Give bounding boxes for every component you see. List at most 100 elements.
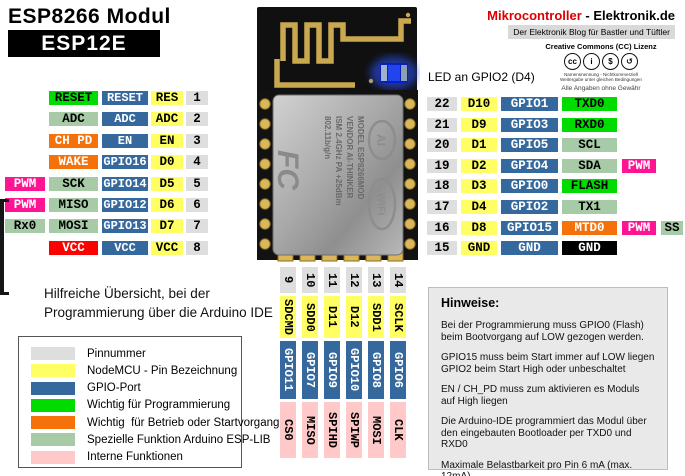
left-bracket [0, 199, 9, 295]
legend-swatch-gpio [31, 381, 75, 395]
pin-number-cell: 17 [427, 199, 457, 214]
pin-number-cell: 9 [280, 267, 296, 293]
nodemcu-cell: SCLK [390, 296, 406, 338]
function-cell: GND [562, 241, 617, 256]
gpio-cell: GPIO6 [390, 341, 406, 399]
extra-function-cell: PWM [622, 158, 656, 173]
pin-number-cell: 16 [427, 220, 457, 235]
legend-swatch-prog [31, 398, 75, 412]
brand-name-red: Mikrocontroller [487, 8, 582, 23]
caption-line1: Hilfreiche Übersicht, bei der [44, 286, 210, 301]
legend-row: Spezielle Funktion Arduino ESP-LIB [31, 433, 270, 447]
cc-license-title: Creative Commons (CC) Lizenz [545, 42, 657, 51]
gpio-cell: GPIO16 [102, 155, 148, 170]
cc-icon: cc [564, 53, 581, 70]
note-paragraph: Bei der Programmierung muss GPIO0 (Flash… [441, 320, 644, 343]
function-cell: TX1 [562, 199, 617, 214]
nodemcu-cell: D11 [324, 296, 340, 338]
nodemcu-cell: RES [151, 91, 183, 105]
gpio-cell: GPIO13 [102, 219, 148, 234]
notes-title: Hinweise: [441, 296, 500, 310]
module-name-badge: ESP12E [8, 30, 160, 57]
cc-license-line2: Weitergabe unter gleichen Bedingungen [560, 77, 642, 83]
legend-label: Wichtig für Programmierung [87, 399, 231, 412]
nodemcu-cell: D10 [461, 97, 497, 111]
nodemcu-cell: D7 [151, 219, 183, 234]
nodemcu-cell: D12 [346, 296, 362, 338]
pin-number-cell: 4 [186, 155, 208, 170]
legend-label: Interne Funktionen [87, 451, 183, 464]
nodemcu-cell: D1 [461, 138, 497, 153]
module-photo: AI WiFi MODEL ESP8266MOD VENDOR AI-THINK… [257, 7, 418, 262]
note-paragraph: Maximale Belastbarkeit pro Pin 6 mA (max… [441, 459, 633, 476]
pin-number-cell: 1 [186, 91, 208, 105]
extra-function-spacer [5, 155, 45, 169]
side-pads [259, 98, 416, 250]
legend-swatch-boot [31, 416, 75, 430]
nodemcu-cell: D5 [151, 176, 183, 191]
pin-number-cell: 2 [186, 112, 208, 127]
nodemcu-cell: D0 [151, 155, 183, 170]
function-cell: FLASH [562, 179, 617, 194]
nodemcu-cell: VCC [151, 240, 183, 255]
extra-function-spacer [5, 112, 45, 126]
gpio-cell: ADC [102, 112, 148, 127]
internal-function-cell: CLK [390, 402, 406, 458]
gpio-cell: EN [102, 133, 148, 148]
internal-function-cell: SPIHD [324, 402, 340, 458]
internal-function-cell: MISO [302, 402, 318, 458]
legend-row: Interne Funktionen [31, 450, 241, 464]
nodemcu-cell: SDCMD [280, 296, 296, 338]
page-title: ESP8266 Modul [8, 5, 171, 28]
function-cell: RXD0 [562, 117, 617, 132]
extra-function-cell: Rx0 [5, 219, 45, 234]
cc-disclaimer: Alle Angaben ohne Gewähr [561, 85, 641, 93]
wifi-logo: WiFi [375, 192, 387, 215]
legend-swatch-internal [31, 450, 75, 464]
legend-label: Wichtig für Betrieb oder Startvorgang [87, 416, 280, 429]
gpio-cell: GPIO8 [368, 341, 384, 399]
antenna-trace [274, 18, 411, 88]
function-cell: SCK [49, 176, 98, 191]
extra-function-cell: PWM [5, 197, 45, 212]
legend-row: GPIO-Port [31, 381, 241, 395]
function-cell: MTD0 [562, 220, 617, 235]
pin-number-cell: 8 [186, 240, 208, 255]
nodemcu-cell: D3 [461, 179, 497, 194]
pin-number-cell: 6 [186, 197, 208, 212]
internal-function-cell: SPIWP [346, 402, 362, 458]
function-cell: WAKE [49, 155, 98, 170]
nodemcu-cell: SDD0 [302, 296, 318, 338]
pin-number-cell: 14 [390, 267, 406, 293]
gpio-cell: GPIO9 [324, 341, 340, 399]
gpio-cell: VCC [102, 240, 148, 255]
legend-label: NodeMCU - Pin Bezeichnung [87, 364, 238, 377]
pin-number-cell: 11 [324, 267, 340, 293]
nodemcu-cell: D9 [461, 117, 497, 132]
led-note: LED an GPIO2 (D4) [428, 70, 535, 84]
extra-function-cell: SS [661, 220, 683, 235]
pin-number-cell: 18 [427, 179, 457, 194]
extra-function-cell: PWM [5, 176, 45, 191]
gpio-cell: GPIO12 [102, 197, 148, 212]
cc-license-terms: Namensnennung - Nichtkommerziell Weiterg… [525, 72, 677, 82]
internal-function-cell: MOSI [368, 402, 384, 458]
function-cell: ADC [49, 112, 98, 127]
legend-swatch-lib [31, 433, 75, 447]
